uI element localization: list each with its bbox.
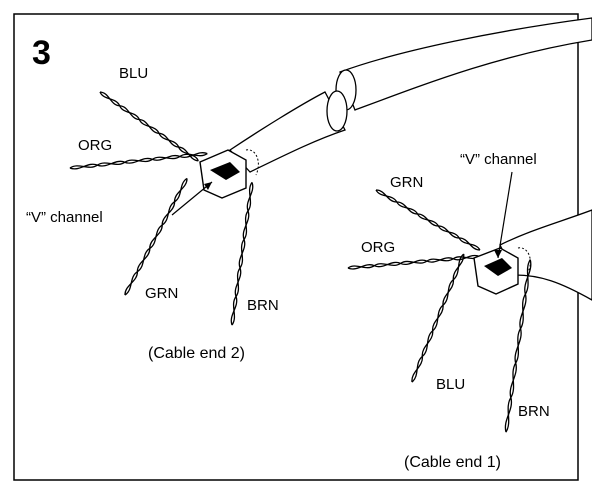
end1-label-grn: GRN xyxy=(390,174,424,191)
end2-label-v-channel: “V” channel xyxy=(26,209,103,226)
cable-jacket-end1 xyxy=(499,209,592,301)
end1-label-v-channel: “V” channel xyxy=(460,151,537,168)
end2-label-grn: GRN xyxy=(145,285,179,302)
end1-label-org: ORG xyxy=(361,239,396,256)
end2-caption: (Cable end 2) xyxy=(148,345,245,362)
end1-wires xyxy=(347,171,533,434)
end2-label-blu: BLU xyxy=(119,65,149,82)
step-number: 3 xyxy=(32,34,51,72)
end1-label-brn: BRN xyxy=(518,403,550,420)
cable-jacket-top xyxy=(229,17,592,173)
end2-wires xyxy=(69,90,259,326)
end2-label-brn: BRN xyxy=(247,297,279,314)
end1-caption: (Cable end 1) xyxy=(404,454,501,471)
end2-label-org: ORG xyxy=(78,137,113,154)
end1-label-blu: BLU xyxy=(436,376,466,393)
figure-frame xyxy=(13,13,579,481)
